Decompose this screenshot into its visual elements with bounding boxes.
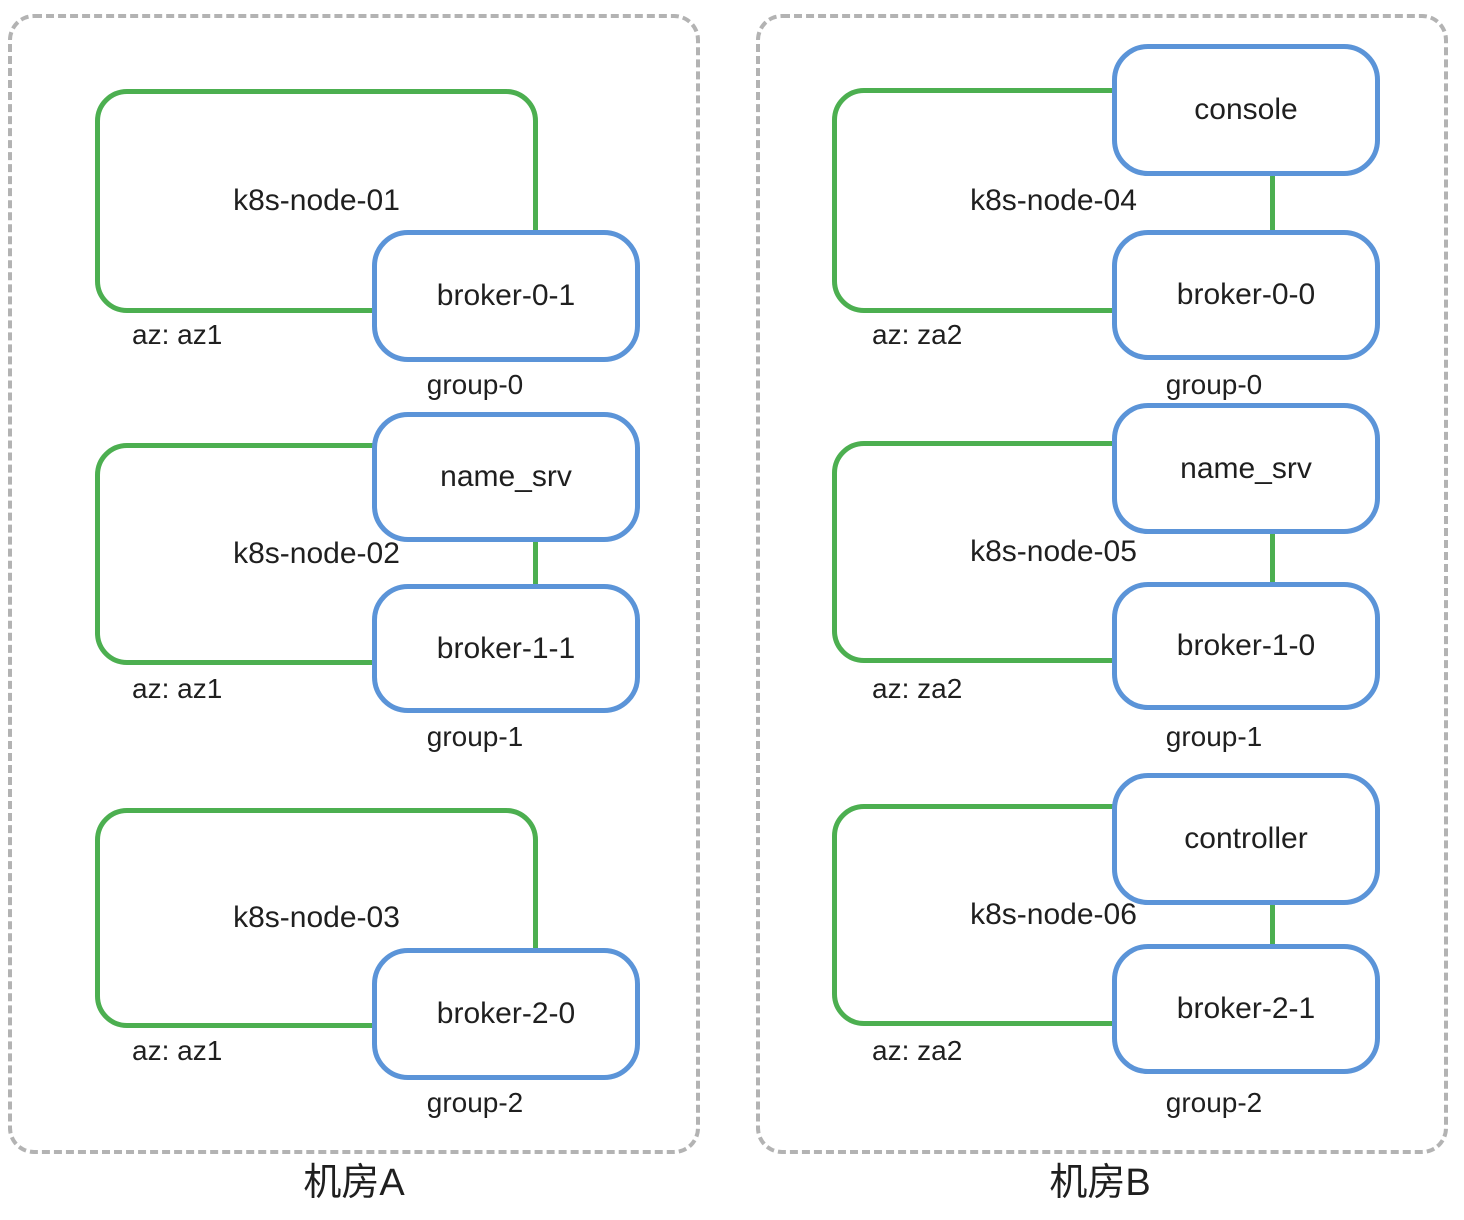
group-label-b-1: group-1 <box>1165 721 1263 752</box>
group-label-b-0: group-0 <box>1165 369 1263 400</box>
node-box-k8s-node-05: k8s-node-05 <box>832 441 1275 663</box>
pod-label-broker-2-0: broker-2-0 <box>436 997 576 1030</box>
pod-name-srv-a: name_srv <box>372 412 640 542</box>
pod-name-srv-b: name_srv <box>1112 403 1380 534</box>
node-box-k8s-node-03: k8s-node-03 <box>95 808 538 1028</box>
pod-console: console <box>1112 44 1380 176</box>
pod-label-name-srv-a: name_srv <box>440 460 572 493</box>
node-box-k8s-node-06: k8s-node-06 <box>832 804 1275 1026</box>
az-label-node-01: az: az1 <box>132 319 223 350</box>
node-label-k8s-node-03: k8s-node-03 <box>233 901 400 934</box>
pod-broker-0-1: broker-0-1 <box>372 230 640 362</box>
node-box-k8s-node-01: k8s-node-01 <box>95 89 538 313</box>
room-a-container <box>8 14 700 1154</box>
room-a-title: 机房A <box>303 1162 405 1204</box>
az-label-node-02: az: az1 <box>132 673 223 704</box>
az-label-node-03: az: az1 <box>132 1035 223 1066</box>
pod-label-console: console <box>1194 93 1298 126</box>
node-box-k8s-node-02: k8s-node-02 <box>95 443 538 665</box>
pod-label-broker-0-0: broker-0-0 <box>1176 278 1316 311</box>
node-label-k8s-node-04: k8s-node-04 <box>970 183 1137 217</box>
node-label-k8s-node-06: k8s-node-06 <box>970 898 1137 931</box>
pod-label-broker-2-1: broker-2-1 <box>1176 992 1316 1025</box>
pod-broker-1-0: broker-1-0 <box>1112 582 1380 710</box>
node-box-k8s-node-04: k8s-node-04 <box>832 88 1275 313</box>
group-label-a-0: group-0 <box>426 369 524 400</box>
node-label-k8s-node-01: k8s-node-01 <box>233 184 400 217</box>
az-label-node-06: az: za2 <box>872 1035 963 1066</box>
pod-controller: controller <box>1112 773 1380 905</box>
pod-label-controller: controller <box>1184 822 1308 855</box>
pod-label-name-srv-b: name_srv <box>1180 451 1312 485</box>
pod-broker-1-1: broker-1-1 <box>372 584 640 713</box>
room-b-container <box>756 14 1448 1154</box>
pod-broker-2-0: broker-2-0 <box>372 948 640 1080</box>
group-label-b-2: group-2 <box>1165 1087 1263 1118</box>
az-label-node-05: az: za2 <box>872 673 963 704</box>
group-label-a-2: group-2 <box>426 1087 524 1118</box>
node-label-k8s-node-02: k8s-node-02 <box>233 537 400 570</box>
pod-label-broker-1-0: broker-1-0 <box>1176 629 1316 662</box>
az-label-node-04: az: za2 <box>872 319 963 350</box>
pod-broker-0-0: broker-0-0 <box>1112 230 1380 360</box>
pod-broker-2-1: broker-2-1 <box>1112 944 1380 1074</box>
room-b-title: 机房B <box>1049 1162 1151 1204</box>
pod-label-broker-1-1: broker-1-1 <box>436 631 576 665</box>
pod-label-broker-0-1: broker-0-1 <box>436 279 576 312</box>
group-label-a-1: group-1 <box>426 721 524 752</box>
node-label-k8s-node-05: k8s-node-05 <box>970 535 1137 568</box>
